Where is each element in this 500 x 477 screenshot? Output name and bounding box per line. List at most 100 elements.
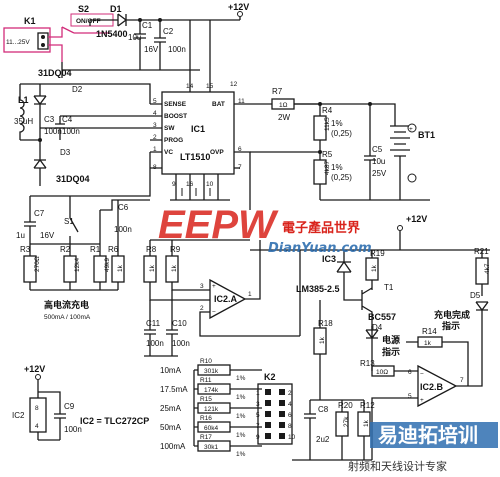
bt1-ref: BT1 [418,130,435,140]
t1-ref: T1 [384,283,394,292]
mode-current: 500mA / 100mA [44,314,91,321]
current-label: 17.5mA [160,385,188,394]
ic1-num-1: 1 [153,146,157,153]
l1-inductor [19,84,25,140]
c4-capacitor [55,115,150,140]
ic1-left-pins [150,103,162,169]
s2-label: S2 [78,4,89,14]
current-label: 10mA [160,366,182,375]
r7-ref: R7 [272,87,283,96]
c7-v2: 16V [40,231,55,240]
ic2b-opamp [417,364,458,408]
r4-tol2: (0,25) [331,129,352,138]
wire-t1-base [343,290,352,301]
k2-pin-9 [265,433,271,439]
d1-diode [110,13,240,27]
site-text: 易迪拓培训 [378,423,478,447]
current-resistor [197,440,231,452]
ic1-pin-vc: VC [164,149,173,156]
r9-ref: R9 [170,245,181,254]
c2-label: C2 [163,27,174,36]
current-resistor [197,364,231,376]
c6-ref: C6 [118,203,129,212]
junction-ovp [318,150,322,154]
bt1-plus: + [409,126,413,133]
ic2b-ref: IC2.B [420,382,444,392]
ic1-pin-prog: PROG [164,137,183,144]
r18-ref: R18 [318,319,333,328]
d1-label: D1 [110,4,122,14]
r5-tol1: 1% [331,163,343,172]
k2-pin-number: 2 [288,390,292,397]
current-resistor-tol: 1% [236,375,246,382]
c9-ref: C9 [64,402,75,411]
ic2b-pin7: 7 [460,377,464,384]
current-resistor-value: 174k [204,387,219,394]
input-voltage-label: 11...25V [5,39,29,46]
current-resistor [197,402,231,414]
ic2-power-box [29,397,47,433]
s1-switch [69,196,79,244]
c11-value: 100n [146,339,164,348]
ic1-num-4: 4 [153,110,157,117]
r5-value: 4k87 [324,161,331,175]
ic2a-pin1: 1 [248,291,252,298]
current-resistor-tol: 1% [236,394,246,401]
d3-part: 31DQ04 [56,174,90,184]
r12-value: 1k [363,419,370,427]
r13-value: 10Ω [376,369,388,376]
right-12v-node [397,225,403,231]
current-resistor-value: 30k1 [204,444,218,451]
c9-value: 100n [64,425,82,434]
k2-pin-number: 6 [288,412,292,419]
charged-label1: 充电完成 [434,309,470,321]
ic1-pin-ovp: OVP [210,149,224,156]
c3-ref: C3 [44,115,55,124]
ic2-note: IC2 = TLC272CP [80,416,149,426]
current-resistor-value: 60k4 [204,425,218,432]
bt1-battery [390,125,410,157]
d5-ref: D5 [470,291,481,300]
c8-value: 2u2 [316,435,330,444]
c3-value: 100n [44,127,62,136]
ic1-part: LT1510 [180,152,210,162]
current-resistor-ref: R16 [200,415,212,422]
s1-ref: S1 [64,217,74,226]
bl-12v-node [35,374,41,380]
current-resistor [197,383,231,395]
r2-ref: R2 [60,245,71,254]
c10-ref: C10 [172,319,187,328]
ic2a-opamp [209,278,247,320]
r20-ref: R20 [338,401,353,410]
r3-value: 270Ω [34,256,41,272]
ic1-gnd-ticks [181,188,211,196]
wire-input-top [48,26,110,38]
c1-label: C1 [142,21,153,30]
k2-pin-6 [279,411,285,417]
t1-part: BC557 [368,312,396,322]
r2-value: 12k4 [74,258,81,272]
ic1-pin-sw: SW [164,125,175,132]
c2-capacitor [154,20,166,70]
r8-ref: R8 [146,245,157,254]
l1-ref: L1 [18,95,29,105]
current-resistor-ref: R10 [200,358,212,365]
ic1-num-5: 5 [153,98,157,105]
k2-pin-number: 9 [256,434,260,441]
ic2b-pin6: 6 [408,369,412,376]
r6-ref: R6 [108,245,119,254]
r1-ref: R1 [90,245,101,254]
k2-pin-4 [279,400,285,406]
bl-12v: +12V [24,364,45,374]
d3-ref: D3 [60,148,71,157]
wire-ic1-vcc [189,20,211,82]
d2-ref: D2 [72,85,83,94]
ic3-part: LM385-2.5 [296,284,340,294]
k2-pin-number: 10 [288,434,296,441]
watermark-bottom: 易迪拓培训 射频和天线设计专家 [348,422,498,473]
ic2a-minus: − [212,309,216,316]
d2-part: 31DQ04 [38,68,72,78]
r4-value: 11k5 [324,117,331,131]
r7-v1: 1Ω [279,102,288,109]
ic1-num-3: 3 [153,122,157,129]
